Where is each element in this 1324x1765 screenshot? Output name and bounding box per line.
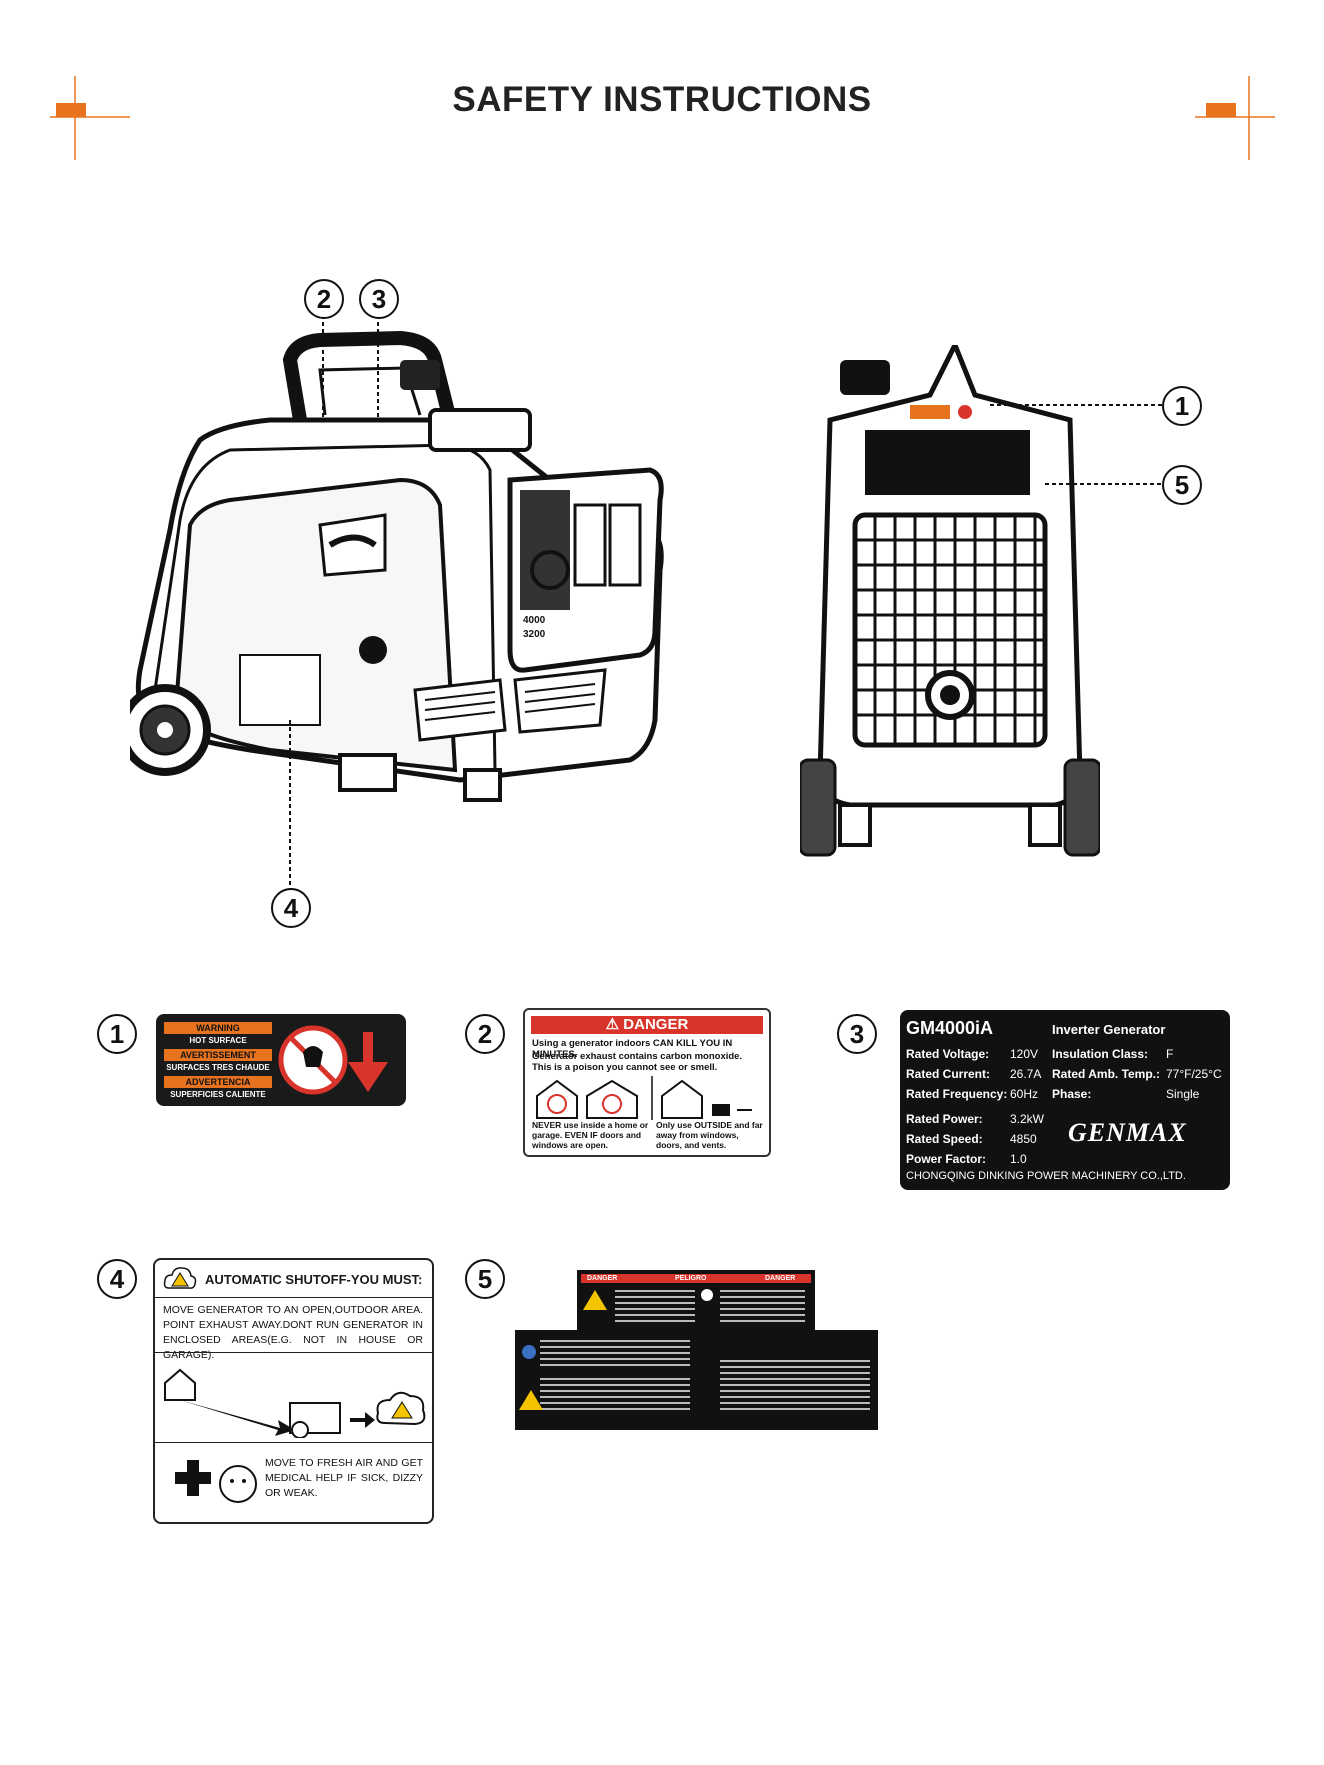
rated-voltage-value: 120V: [1010, 1047, 1039, 1061]
hot-surface-label: WARNING HOT SURFACE AVERTISSEMENT SURFAC…: [156, 1014, 406, 1106]
callout-1-figure: 1: [1162, 386, 1202, 426]
generator-side-view: 4000 3200: [130, 330, 664, 802]
rated-frequency-value: 60Hz: [1010, 1087, 1039, 1101]
crop-marks: [50, 76, 1275, 160]
advertencia-sub: SUPERFICIES CALIENTE: [170, 1090, 266, 1099]
advertencia-band: ADVERTENCIA: [164, 1076, 272, 1088]
nameplate-label: GM4000iA Inverter Generator Rated Voltag…: [900, 1010, 1230, 1190]
rated-current-value: 26.7A: [1010, 1067, 1042, 1081]
cloud-warning-icon: [163, 1267, 197, 1289]
label5-peligro: PELIGRO: [675, 1275, 707, 1282]
divider: [155, 1352, 432, 1353]
danger-line1: Using a generator indoors CAN KILL YOU I…: [532, 1038, 733, 1060]
shutoff-text2: MOVE TO FRESH AIR AND GET MEDICAL HELP I…: [265, 1457, 423, 1499]
danger-multilingual-label: DANGER PELIGRO DANGER: [515, 1270, 878, 1430]
amb-temp-label: Rated Amb. Temp.:: [1052, 1067, 1161, 1081]
callout-1-label: 1: [97, 1014, 137, 1054]
rated-speed-label: Rated Speed:: [906, 1132, 983, 1146]
manufacturer: CHONGQING DINKING POWER MACHINERY CO.,LT…: [906, 1170, 1186, 1182]
model-name: GM4000iA: [906, 1018, 994, 1038]
rated-voltage-label: Rated Voltage:: [906, 1047, 990, 1061]
warning-sub: HOT SURFACE: [189, 1036, 247, 1045]
shutoff-header: AUTOMATIC SHUTOFF-YOU MUST:: [205, 1272, 423, 1287]
callout-2-figure: 2: [304, 279, 344, 319]
page-title: SAFETY INSTRUCTIONS: [452, 80, 872, 119]
leader-lines: [289, 315, 1162, 888]
callout-3-label: 3: [837, 1014, 877, 1054]
callout-3-figure: 3: [359, 279, 399, 319]
auto-shutoff-label: AUTOMATIC SHUTOFF-YOU MUST: MOVE GENERAT…: [153, 1258, 434, 1524]
rated-frequency-label: Rated Frequency:: [906, 1087, 1008, 1101]
callout-5-label: 5: [465, 1259, 505, 1299]
power-factor-value: 1.0: [1010, 1152, 1027, 1166]
amb-temp-value: 77°F/25°C: [1166, 1067, 1222, 1081]
generator-rear-view: [800, 345, 1100, 857]
callout-4-figure: 4: [271, 888, 311, 928]
hot-surface-icon: [278, 1025, 388, 1095]
power-factor-label: Power Factor:: [906, 1152, 987, 1166]
danger-co-label: ⚠ DANGER Using a generator indoors CAN K…: [523, 1008, 771, 1157]
danger-header: ⚠ DANGER: [531, 1016, 763, 1034]
danger-line2: Generator exhaust contains carbon monoxi…: [532, 1051, 743, 1073]
insulation-class-label: Insulation Class:: [1052, 1047, 1149, 1061]
divider: [155, 1297, 432, 1298]
warning-band: WARNING: [164, 1022, 272, 1034]
avertissement-sub: SURFACES TRES CHAUDE: [166, 1063, 270, 1072]
avertissement-band: AVERTISSEMENT: [164, 1049, 272, 1061]
phase-label: Phase:: [1052, 1087, 1092, 1101]
danger-never: NEVER use inside a home or garage. EVEN …: [532, 1120, 649, 1150]
phase-value: Single: [1166, 1087, 1200, 1101]
rated-current-label: Rated Current:: [906, 1067, 991, 1081]
label5-danger2: DANGER: [765, 1275, 796, 1282]
divider: [155, 1442, 432, 1443]
callout-2-label: 2: [465, 1014, 505, 1054]
danger-multilingual-shape: [515, 1270, 878, 1430]
insulation-class-value: F: [1166, 1047, 1174, 1061]
move-generator-icon: [164, 1368, 426, 1438]
shutoff-text1: MOVE GENERATOR TO AN OPEN,OUTDOOR AREA. …: [163, 1304, 423, 1361]
generator-type: Inverter Generator: [1052, 1022, 1166, 1037]
danger-only: Only use OUTSIDE and far away from windo…: [656, 1120, 763, 1150]
house-garage-icons: [536, 1076, 752, 1120]
svg-text:3200: 3200: [523, 629, 546, 640]
svg-text:4000: 4000: [523, 615, 546, 626]
brand-logo: GENMAX: [1068, 1118, 1187, 1147]
callout-4-label: 4: [97, 1259, 137, 1299]
label5-danger1: DANGER: [587, 1275, 618, 1282]
medical-icon: [175, 1460, 257, 1503]
callout-5-figure: 5: [1162, 465, 1202, 505]
rated-power-label: Rated Power:: [906, 1112, 983, 1126]
rated-speed-value: 4850: [1010, 1132, 1037, 1146]
rated-power-value: 3.2kW: [1010, 1112, 1045, 1126]
